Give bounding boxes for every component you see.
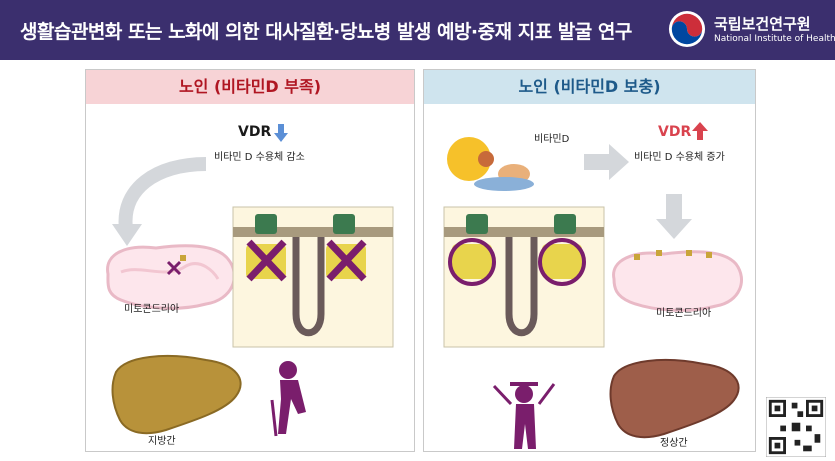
right-vdr-label: VDR [658,124,692,140]
right-vitd-label: 비타민D [534,134,570,145]
curve-arrow-left [118,157,207,230]
fatty-liver-image [111,355,242,435]
page-title: 생활습관변화 또는 노화에 의한 대사질환·당뇨병 발생 예방·중재 지표 발굴… [20,21,632,43]
mitochondria-left [106,244,236,310]
right-liver-label: 정상간 [660,438,688,449]
right-panel-title: 노인 (비타민D 보충) [424,70,755,104]
arrow-up-icon [692,122,708,140]
qr-code-icon[interactable] [766,397,826,457]
org-name-en: National Institute of Health [714,34,835,44]
normal-liver-image [609,359,740,439]
left-mito-label: 미토콘드리아 [124,304,180,315]
curve-arrow-left-head [112,224,142,246]
elderly-figure-icon [270,361,306,437]
left-panel-title: 노인 (비타민D 부족) [86,70,414,104]
left-vdr-desc: 비타민 D 수용체 감소 [214,152,305,163]
inset-diagram-right [443,206,605,348]
org-name: 국립보건연구원 [714,15,811,33]
arrow-down-gray-icon-1 [656,194,692,239]
left-liver-label: 지방간 [148,436,176,447]
mushroom-icon [478,151,494,167]
left-panel-illustration [106,157,394,437]
fish-icon [474,177,534,191]
left-panel-deficient: 노인 (비타민D 부족) [85,69,415,452]
right-mito-label: 미토콘드리아 [656,308,712,319]
right-vdr-desc: 비타민 D 수용체 증가 [634,152,725,163]
right-panel-supplemented: 노인 (비타민D 보충) [423,69,756,452]
taeguk-logo-icon [668,10,706,48]
inset-diagram-left [232,206,394,348]
sun-icon [447,137,491,181]
arrow-right-icon [584,144,629,180]
mitochondria-right [612,250,743,312]
left-vdr-label: VDR [238,124,272,140]
header-bar: 생활습관변화 또는 노화에 의한 대사질환·당뇨병 발생 예방·중재 지표 발굴… [0,0,835,60]
arrow-down-icon [274,124,288,142]
right-panel-illustration [443,137,743,449]
healthy-figure-icon [492,382,556,449]
